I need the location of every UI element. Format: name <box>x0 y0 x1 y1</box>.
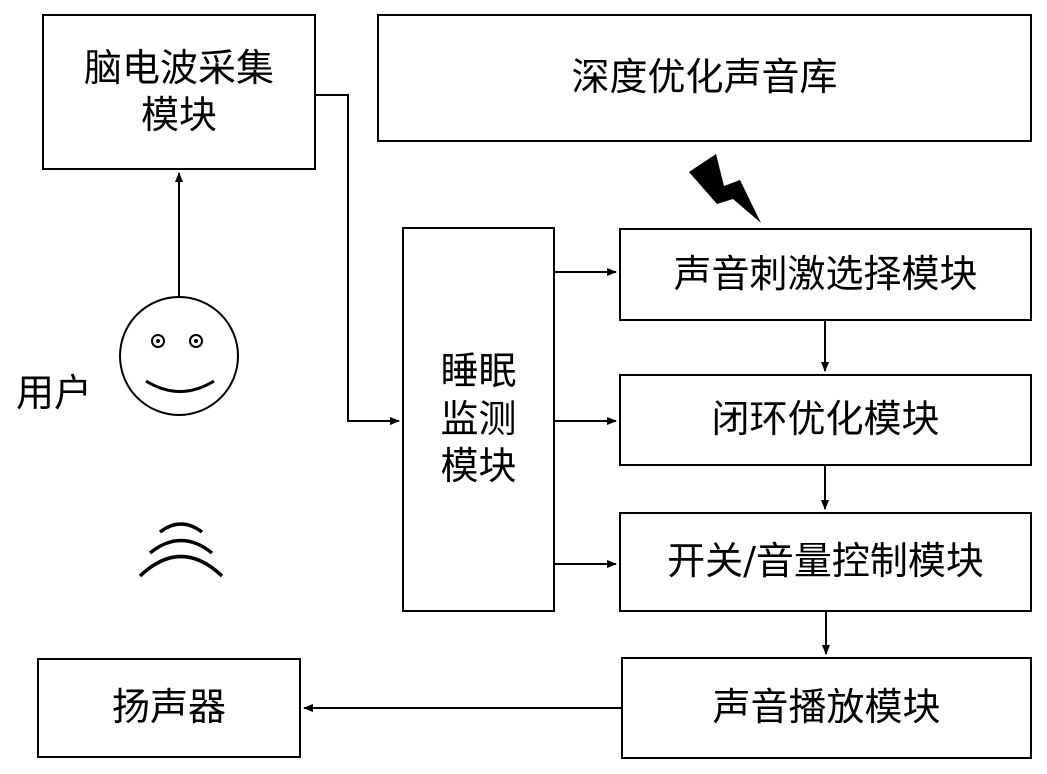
lightning-bolt-icon <box>689 154 761 223</box>
sound-wave-icon <box>140 524 222 576</box>
arrow-eeg-to-sleep <box>316 95 399 421</box>
user-face-icon <box>120 297 238 415</box>
